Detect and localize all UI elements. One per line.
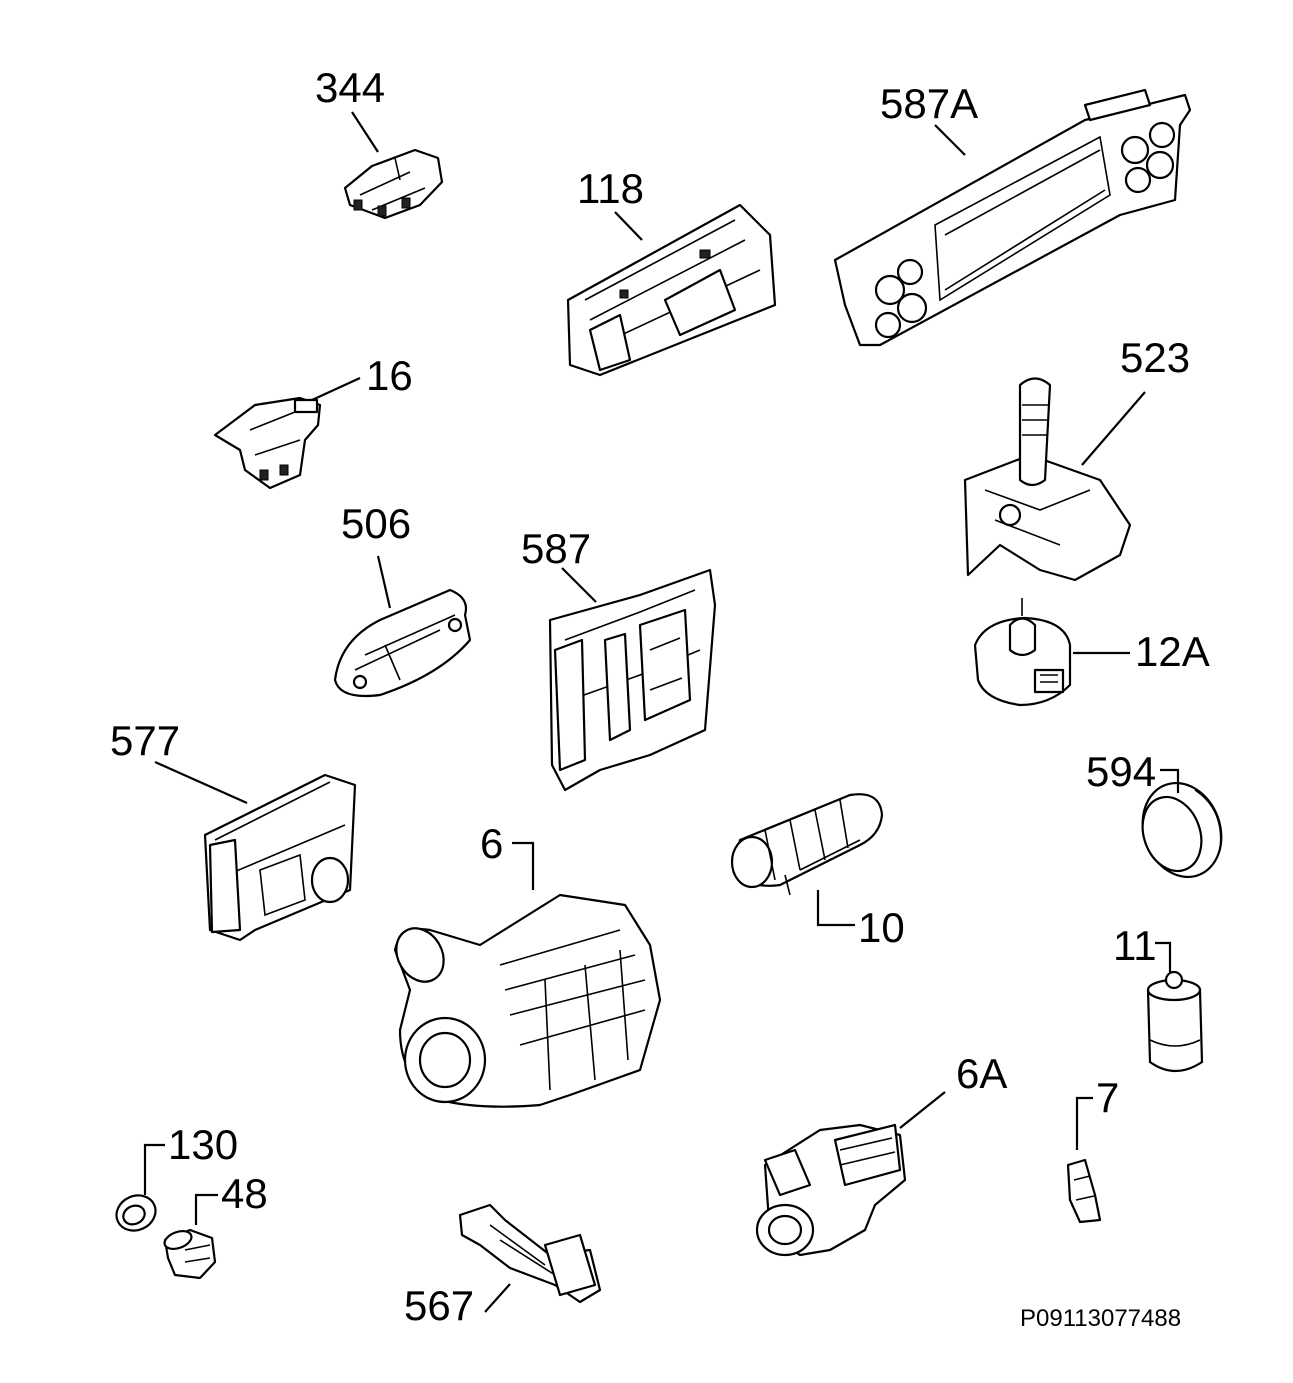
part-label-587: 587 [521,525,591,572]
part-587A: 587A [833,80,1192,347]
part-label-130: 130 [168,1121,238,1168]
part-label-577: 577 [110,717,180,764]
part-6A: 6A [755,1050,1007,1257]
part-118: 118 [566,165,777,377]
heater-icon [730,793,884,896]
part-11: 11 [1113,922,1204,1073]
part-label-16: 16 [366,352,413,399]
dispenser-module-icon [203,773,357,942]
part-10: 10 [730,793,905,951]
part-523: 523 [963,334,1190,582]
part-577: 577 [110,717,357,942]
part-label-12A: 12A [1135,628,1210,675]
capacitor-icon [1146,970,1204,1073]
part-587: 587 [521,525,717,792]
part-label-523: 523 [1120,334,1190,381]
pressure-switch-icon [973,598,1072,707]
drain-pump-icon [755,1123,907,1257]
part-label-6: 6 [480,820,503,867]
part-label-118: 118 [577,165,644,212]
part-label-506: 506 [341,500,411,547]
part-506: 506 [333,500,472,698]
sensor-bracket-icon [333,588,472,698]
part-label-11: 11 [1113,922,1157,969]
part-130: 130 [115,1121,238,1232]
power-module-icon [548,568,717,792]
part-label-567: 567 [404,1282,474,1329]
circuit-board-icon [566,203,777,377]
part-label-594: 594 [1086,748,1156,795]
part-48: 48 [163,1170,268,1280]
door-lock-icon [343,148,444,220]
part-567: 567 [404,1203,602,1329]
part-label-48: 48 [221,1170,268,1217]
part-label-587A: 587A [880,80,978,127]
part-label-344: 344 [315,64,385,111]
part-16: 16 [213,352,413,490]
door-switch-icon [213,396,322,490]
seal-icon [115,1194,157,1232]
circulation-pump-icon [393,893,662,1108]
part-6: 6 [393,820,662,1108]
control-panel-icon [833,88,1192,347]
part-label-10: 10 [858,904,905,951]
part-12A: 12A [973,598,1210,707]
diagram-code: P09113077488 [1020,1305,1181,1332]
ring-seal-icon [1141,781,1223,879]
flow-meter-icon [963,377,1132,582]
part-label-7: 7 [1096,1074,1119,1121]
part-label-6A: 6A [956,1050,1007,1097]
part-7: 7 [1066,1074,1119,1224]
clip-icon [1066,1158,1102,1224]
screw-cap-icon [163,1228,217,1280]
part-594: 594 [1086,748,1223,879]
wiring-harness-icon [458,1203,602,1304]
part-344: 344 [315,64,444,220]
